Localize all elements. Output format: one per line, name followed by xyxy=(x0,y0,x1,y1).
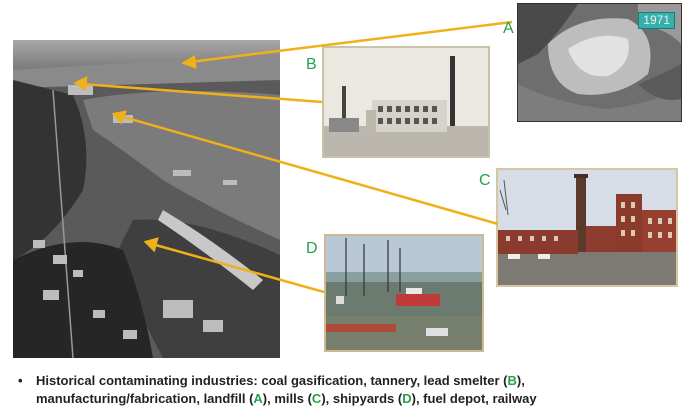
caption-text: Historical contaminating industries: coa… xyxy=(36,373,537,406)
label-a: A xyxy=(503,20,514,37)
label-c: C xyxy=(479,172,491,189)
photo-b-factory xyxy=(322,46,490,158)
caption: • Historical contaminating industries: c… xyxy=(18,372,678,408)
bullet: • xyxy=(18,373,23,388)
photo-d-shipyard xyxy=(324,234,484,352)
aerial-harbor-photo xyxy=(13,40,280,358)
year-badge: 1971 xyxy=(638,12,675,29)
photo-a-landfill: 1971 xyxy=(517,3,682,122)
photo-c-mill xyxy=(496,168,678,287)
label-b: B xyxy=(306,56,317,73)
label-d: D xyxy=(306,240,318,257)
